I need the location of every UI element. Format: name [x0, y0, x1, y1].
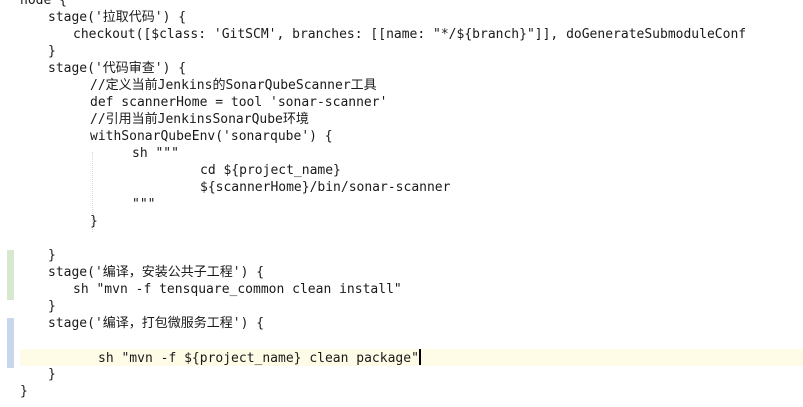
code-line-current[interactable]: sh "mvn -f ${project_name} clean package…	[20, 349, 803, 366]
text-caret	[418, 349, 421, 365]
code-line-text: }	[48, 44, 56, 59]
code-line-text: }	[48, 367, 56, 382]
code-line-text: }	[48, 248, 56, 263]
editor-gutter	[0, 0, 18, 407]
code-line[interactable]: checkout([$class: 'GitSCM', branches: [[…	[20, 26, 803, 43]
code-line-text: //定义当前Jenkins的SonarQubeScanner工具	[90, 78, 377, 93]
code-line[interactable]: cd ${project_name}	[20, 162, 803, 179]
code-line[interactable]: }	[20, 213, 803, 230]
code-line-text: checkout([$class: 'GitSCM', branches: [[…	[73, 27, 747, 42]
change-marker-modified	[7, 318, 14, 368]
code-line[interactable]	[20, 230, 803, 247]
code-line[interactable]: //引用当前JenkinsSonarQube环境	[20, 111, 803, 128]
code-line[interactable]: }	[20, 43, 803, 60]
code-line-text: }	[48, 299, 56, 314]
code-area[interactable]: node { stage('拉取代码') { checkout([$class: '…	[20, 0, 803, 407]
code-line[interactable]: sh """	[20, 145, 803, 162]
code-line-text: cd ${project_name}	[200, 163, 341, 178]
code-line-text: //引用当前JenkinsSonarQube环境	[90, 112, 309, 127]
code-line[interactable]: sh "mvn -f tensquare_common clean instal…	[20, 281, 803, 298]
code-line-text: stage('编译，打包微服务工程') {	[48, 316, 265, 331]
code-line-text: sh "mvn -f ${project_name} clean package…	[98, 351, 419, 366]
code-line[interactable]: }	[20, 247, 803, 264]
code-line-text: def scannerHome = tool 'sonar-scanner'	[90, 95, 388, 110]
code-line-text: }	[20, 384, 28, 399]
code-line[interactable]: withSonarQubeEnv('sonarqube') {	[20, 128, 803, 145]
indent-guide	[92, 152, 93, 232]
code-line[interactable]: }	[20, 298, 803, 315]
code-line-text: """	[132, 197, 156, 212]
code-line[interactable]: def scannerHome = tool 'sonar-scanner'	[20, 94, 803, 111]
code-line-text: node {	[20, 0, 67, 8]
code-line[interactable]: }	[20, 366, 803, 383]
code-line-text: stage('编译，安装公共子工程') {	[48, 265, 265, 280]
code-line[interactable]: stage('编译，安装公共子工程') {	[20, 264, 803, 281]
code-line-text: sh "mvn -f tensquare_common clean instal…	[73, 282, 402, 297]
code-line-text: stage('拉取代码') {	[48, 10, 187, 25]
code-line-text: withSonarQubeEnv('sonarqube') {	[90, 129, 333, 144]
code-line[interactable]: node {	[20, 0, 803, 9]
code-line-text: sh """	[132, 146, 179, 161]
code-line[interactable]: """	[20, 196, 803, 213]
code-line-text: ${scannerHome}/bin/sonar-scanner	[200, 180, 451, 195]
change-marker-added	[7, 250, 14, 300]
code-line[interactable]: }	[20, 383, 803, 400]
code-line[interactable]: stage('代码审查') {	[20, 60, 803, 77]
code-line[interactable]: stage('拉取代码') {	[20, 9, 803, 26]
code-line[interactable]: ${scannerHome}/bin/sonar-scanner	[20, 179, 803, 196]
code-line[interactable]	[20, 332, 803, 349]
code-line[interactable]: //定义当前Jenkins的SonarQubeScanner工具	[20, 77, 803, 94]
code-line-text: }	[90, 214, 98, 229]
code-line[interactable]: stage('编译，打包微服务工程') {	[20, 315, 803, 332]
code-line-text: stage('代码审查') {	[48, 61, 187, 76]
